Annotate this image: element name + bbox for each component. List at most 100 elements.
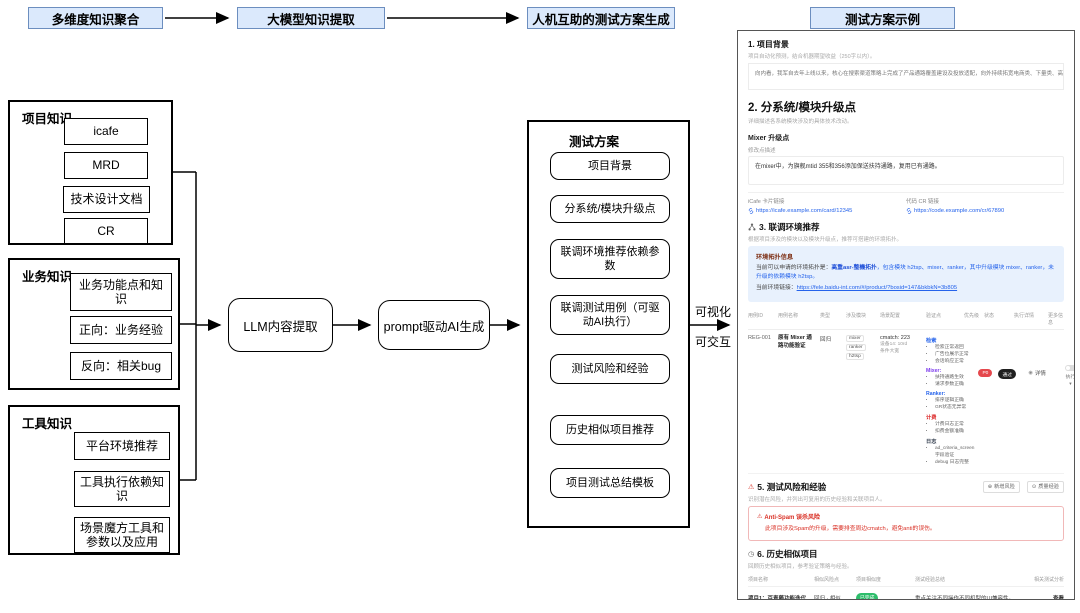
change-description-text: 在mixer中，为旗舰mtid 355和356添加保送扶持通路，复用已有通路。: [748, 156, 1064, 185]
priority-badge: P0: [978, 369, 993, 378]
section3-header: 3. 联调环境推荐: [748, 221, 1064, 233]
section6-title: 6. 历史相似项目: [757, 548, 818, 559]
detail-icon: ◉: [1028, 370, 1033, 377]
pipeline-step-llm-extraction: 大模型知识提取: [237, 7, 385, 29]
col-experience: 测试经验总结: [915, 576, 946, 583]
col-similarity: 项目相似度: [856, 576, 882, 583]
change-description-label: 修改点描述: [748, 148, 776, 154]
knowledge-item-platform-env: 平台环境推荐: [74, 432, 170, 460]
icafe-link-block: iCafe 卡片链接 https://icafe.example.com/car…: [748, 197, 906, 214]
verify-item: ad_criteria_screen 字段验证: [935, 446, 974, 460]
history-table-header: 项目名称 相似风险点 项目相似度 测试经验总结 相关测试分析: [748, 573, 1064, 587]
verify-list: 计费日志正常 扣费金额准确: [935, 422, 974, 436]
links-row: iCafe 卡片链接 https://icafe.example.com/car…: [748, 192, 1064, 214]
pipeline-step-knowledge-aggregation: 多维度知识聚合: [28, 7, 163, 29]
plan-item-similar-projects: 历史相似项目推荐: [550, 415, 670, 445]
case-name: 原有 Mixer 通路功能验证: [778, 335, 812, 349]
knowledge-item-scene-cube: 场景魔方工具和参数以及应用: [74, 517, 170, 553]
verify-item: 会话响应正常: [935, 359, 974, 366]
col-config: 场景配置: [880, 313, 901, 320]
col-analysis: 相关测试分析: [1033, 576, 1064, 583]
verify-group-label: Ranker:: [926, 390, 946, 397]
section5-header: ⚠ 5. 测试风险和经验 ⊕新增风险 ⊙质量经验: [748, 480, 1064, 493]
col-project-name: 项目名称: [748, 576, 769, 583]
execute-label: 执行: [1065, 375, 1075, 381]
case-status-cell: 通过: [998, 335, 1024, 468]
group-project-knowledge: 项目知识 icafe MRD 技术设计文档 CR: [8, 100, 173, 245]
arrow-label-interactive: 可交互: [694, 335, 731, 349]
verify-item: 扶持通路生效: [935, 375, 974, 382]
plan-item-background: 项目背景: [550, 152, 670, 180]
case-priority-cell: P0: [978, 335, 994, 468]
section5-subtitle: 识别潜在风险，并列出可复用的历史经验和关联项目人。: [748, 496, 886, 503]
detail-button[interactable]: ◉详情: [1028, 369, 1058, 377]
knowledge-item-positive-experience: 正向：业务经验: [70, 316, 172, 344]
link-icon: [906, 208, 912, 214]
plan-item-env-params: 联调环境推荐依赖参数: [550, 239, 670, 279]
knowledge-item-tech-doc: 技术设计文档: [63, 186, 150, 213]
topo-name: 高重asr-整機拓扑: [831, 265, 877, 271]
history-clock-icon: ◷: [748, 550, 755, 558]
section3-title: 3. 联调环境推荐: [759, 222, 820, 232]
risk-alert-title-row: ⚠Anti-Spam 误杀风险: [757, 512, 1055, 521]
warning-icon: ⚠: [757, 513, 763, 520]
verify-item: 计费日志正常: [935, 422, 974, 429]
col-more: 更多信息: [1048, 313, 1064, 327]
module-tag: ranker: [846, 344, 866, 352]
project-summary: 重点关注不同操作不同机型的UI兼容性。: [915, 595, 1015, 600]
env-link-line: 当前环境链接：https://fele.baidu-int.com/#/prod…: [756, 284, 1056, 293]
add-risk-label: 新增风险: [994, 484, 1015, 490]
col-modules: 涉及模块: [846, 313, 867, 320]
config-line: 设备14: 10rd: [880, 342, 908, 348]
process-llm-extract: LLM内容提取: [228, 298, 333, 352]
knowledge-item-cr: CR: [64, 218, 148, 244]
add-risk-button[interactable]: ⊕新增风险: [982, 480, 1020, 493]
knowledge-item-related-bugs: 反向：相关bug: [70, 352, 172, 380]
execute-toggle[interactable]: 执行 ▾: [1062, 365, 1075, 387]
col-similar-risk: 相似风险点: [814, 576, 840, 583]
verify-item: 检索正常返回: [935, 345, 974, 352]
pipeline-step-plan-example: 测试方案示例: [810, 7, 955, 29]
plan-item-summary-template: 项目测试总结模板: [550, 468, 670, 498]
case-table-header: 用例ID 用例名称 类型 涉及模块 场景配置 验证点 优先级 状态 执行详情 更…: [748, 309, 1064, 331]
group-title: 工具知识: [22, 417, 73, 431]
plan-item-upgrade-points: 分系统/模块升级点: [550, 195, 670, 223]
view-link[interactable]: 查看: [1052, 595, 1064, 600]
config-line: cmatch: 223: [880, 335, 910, 342]
case-detail-cell: ◉详情: [1028, 335, 1058, 468]
cr-link[interactable]: https://code.example.com/cr/67890: [906, 208, 1064, 214]
case-more-cell: 执行 ▾: [1062, 335, 1075, 468]
knowledge-item-icafe: icafe: [64, 118, 148, 145]
quality-experience-button[interactable]: ⊙质量经验: [1026, 480, 1064, 493]
section1-body: 向内看，我军自去年上线以来，核心在搜索渠道策略上完成了产品通路覆盖建设及投放适配…: [748, 63, 1064, 90]
quality-experience-label: 质量经验: [1038, 484, 1059, 490]
toggle-icon: [1064, 365, 1074, 372]
env-topology-line: 当前可以申请的环境拓扑是：高重asr-整機拓扑，包含模块 h2tsp、mixer…: [756, 264, 1056, 281]
mixer-upgrade-title: Mixer 升级点: [748, 135, 790, 142]
group-business-knowledge: 业务知识 业务功能点和知识 正向：业务经验 反向：相关bug: [8, 258, 180, 390]
env-link[interactable]: https://fele.baidu-int.com/#/product/?bo…: [796, 285, 958, 292]
test-plan-example-panel: 1. 项目背景 项目自动化预测，结合机器期望收益（250字以内）。 向内看，我军…: [737, 30, 1075, 600]
env-topology-title: 环境拓扑信息: [756, 254, 794, 261]
env-link-label: 当前环境链接：: [756, 285, 797, 292]
module-tag: mixer: [846, 335, 864, 343]
verify-item: 扣费金额准确: [935, 429, 974, 436]
plan-title: 测试方案: [569, 135, 620, 149]
verify-item: 请求参数正确: [935, 382, 974, 389]
cr-link-label: 代码 CR 链接: [906, 199, 940, 205]
group-title: 业务知识: [22, 270, 73, 284]
detail-label: 详情: [1034, 371, 1046, 378]
verify-group-label: Mixer:: [926, 367, 942, 374]
risk-alert-title: Anti-Spam 误杀风险: [764, 514, 821, 521]
cr-link-text: https://code.example.com/cr/67890: [914, 208, 1005, 214]
icafe-link[interactable]: https://icafe.example.com/card/12345: [748, 208, 906, 214]
verify-group-label: 检索: [926, 338, 937, 345]
knowledge-item-tool-dependency: 工具执行依赖知识: [74, 471, 170, 507]
section3-subtitle: 根据项目涉及的模块以及模块升级点，推荐可搭建的环境拓扑。: [748, 237, 903, 243]
knowledge-item-mrd: MRD: [64, 152, 148, 179]
arrow-label-visualizable: 可视化: [694, 305, 731, 319]
col-priority: 优先级: [964, 313, 980, 320]
case-id: REG-001: [748, 335, 771, 342]
col-type: 类型: [820, 313, 831, 320]
